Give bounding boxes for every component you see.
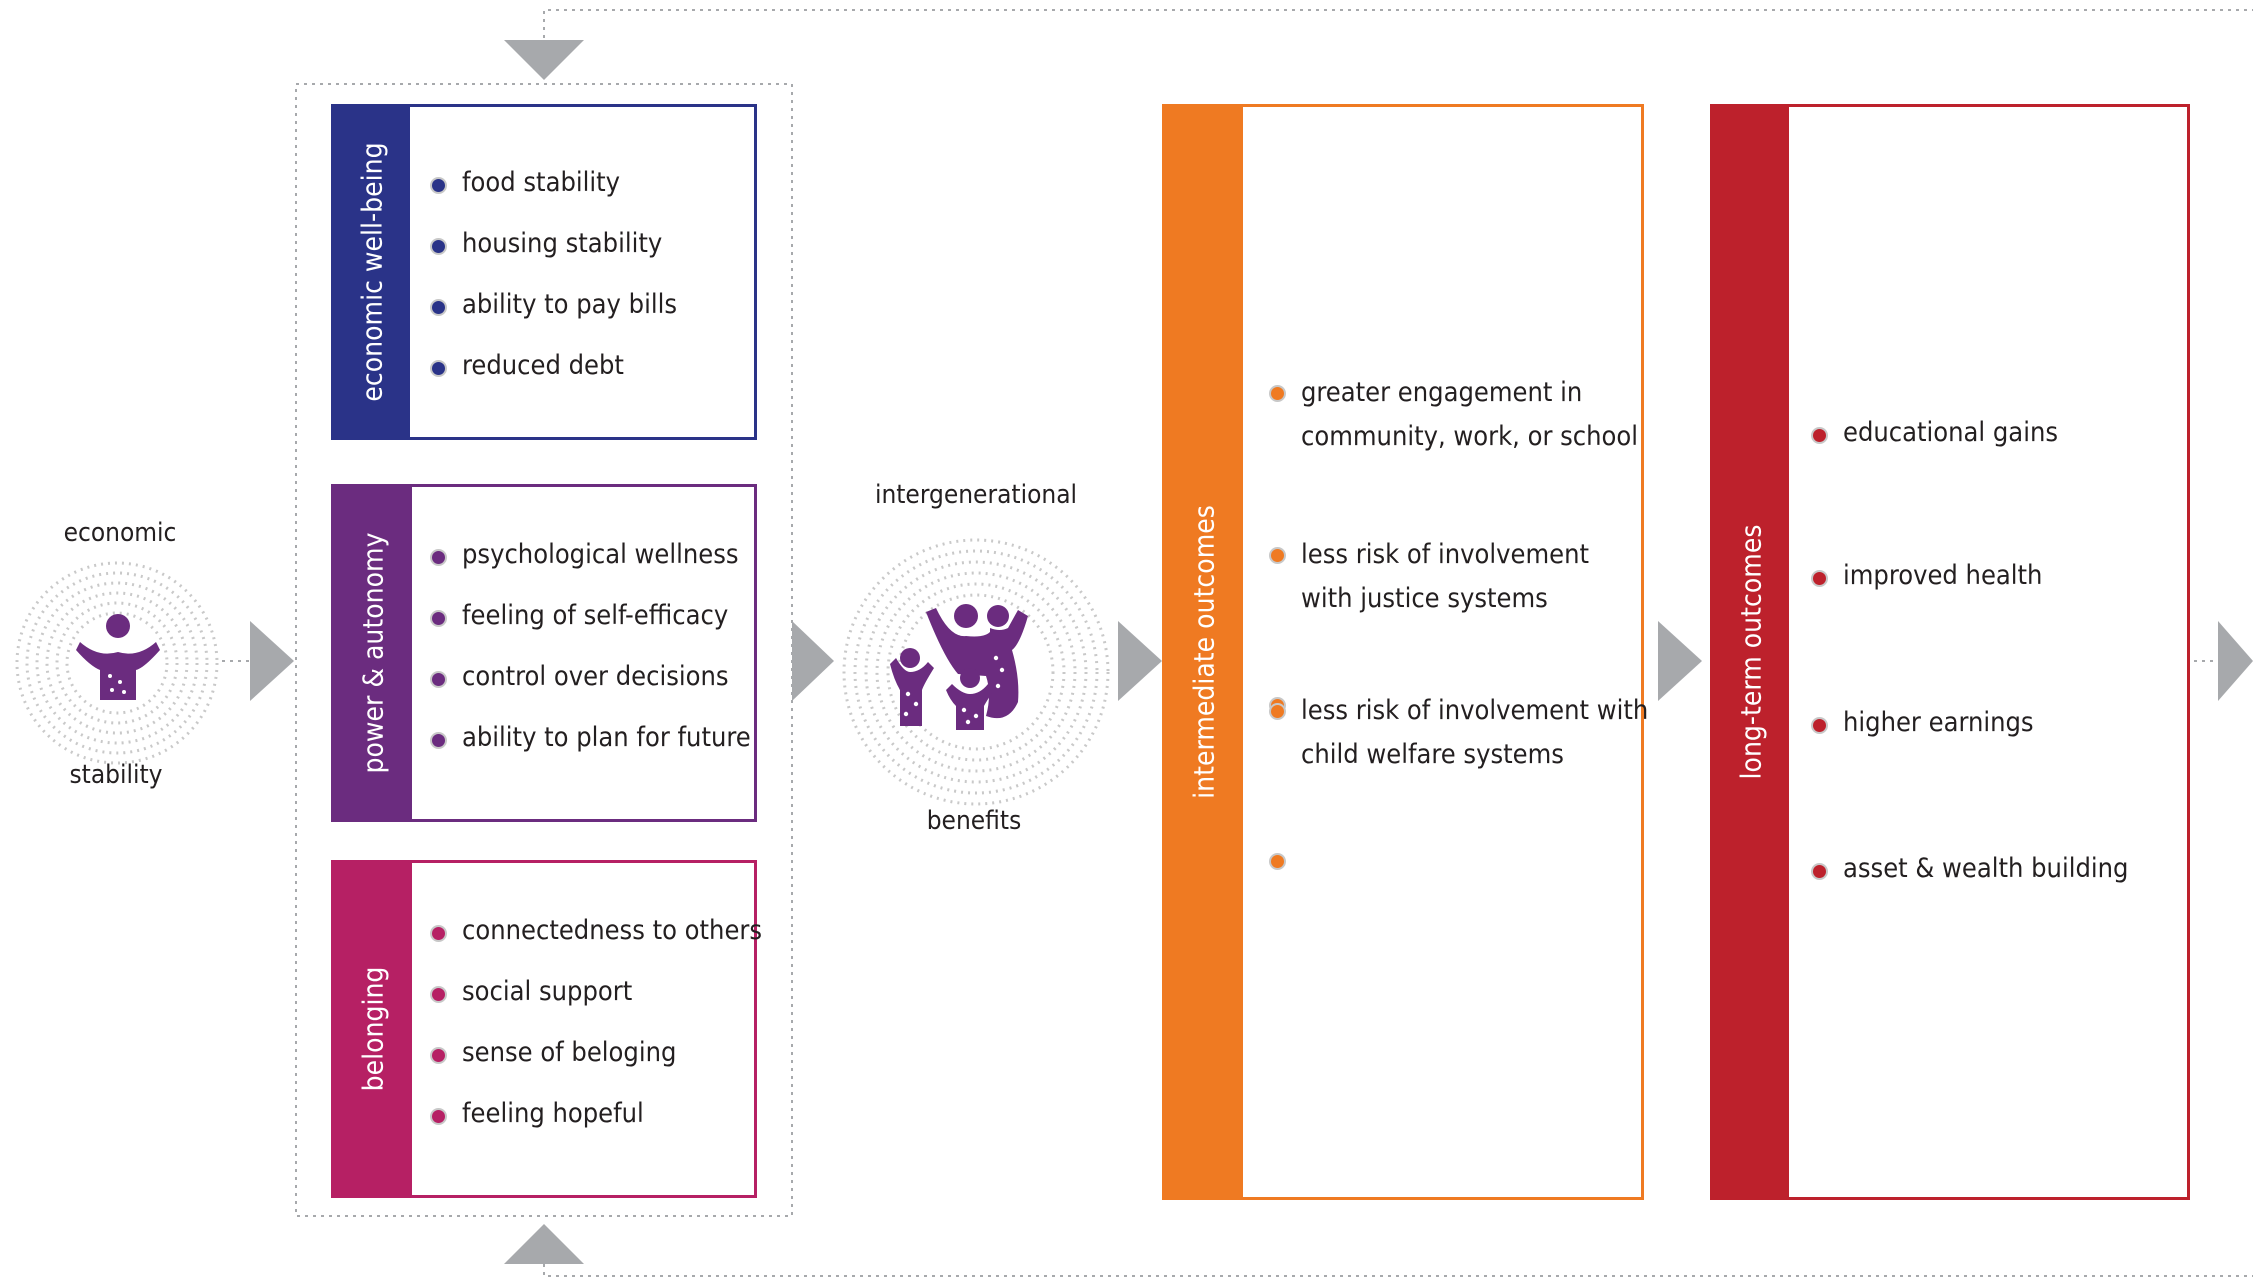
- list-item: control over decisions: [430, 657, 751, 697]
- long-term-outcomes-list: educational gains improved health higher…: [1811, 413, 2128, 889]
- bullet-dot-icon: [1811, 863, 1828, 880]
- economic-label: economic: [63, 518, 177, 548]
- bullet-dot-icon: [430, 986, 447, 1003]
- intermediate-outcomes-box: intermediate outcomes greater engagement…: [1162, 104, 1648, 1200]
- belonging-box: belonging connectedness to others social…: [331, 860, 762, 1198]
- list-item: psychological wellness: [430, 535, 751, 575]
- family-icon: [890, 604, 1028, 730]
- bullet-dot-icon: [430, 360, 447, 377]
- intermediate-outcomes-title: intermediate outcomes: [1187, 505, 1221, 799]
- arrow-up-bottom: [504, 1224, 584, 1264]
- economic-stability-circle: [15, 561, 219, 765]
- long-term-outcomes-title: long-term outcomes: [1734, 524, 1768, 780]
- stability-label: stability: [69, 760, 163, 790]
- power-autonomy-title: power & autonomy: [356, 532, 390, 774]
- bullet-dot-icon: [1269, 547, 1286, 564]
- power-autonomy-list: psychological wellness feeling of self-e…: [430, 535, 751, 758]
- arrow-right-1: [250, 621, 294, 701]
- arrow-right-5: [2218, 621, 2253, 701]
- bullet-dot-icon: [1811, 427, 1828, 444]
- arrow-down-top: [504, 40, 584, 80]
- benefits-label: benefits: [926, 806, 1022, 836]
- list-item: ability to plan for future: [430, 718, 751, 758]
- list-item: sense of beloging: [430, 1033, 762, 1073]
- long-term-outcomes-box: long-term outcomes educational gains imp…: [1710, 104, 2190, 1200]
- feedback-loop-bottom: [543, 1248, 2253, 1277]
- list-item: food stability: [430, 163, 677, 203]
- intergenerational-label: intergenerational: [874, 480, 1078, 510]
- wellbeing-group-frame: [295, 83, 793, 1217]
- feedback-loop-top: [543, 9, 2253, 38]
- bullet-dot-icon: [1811, 717, 1828, 734]
- list-item: housing stability: [430, 224, 677, 264]
- economic-wellbeing-title: economic well-being: [355, 142, 389, 402]
- belonging-bar: belonging: [334, 863, 412, 1195]
- list-item: feeling hopeful: [430, 1094, 762, 1134]
- economic-wellbeing-box: economic well-being food stability housi…: [331, 104, 757, 440]
- bullet-dot-icon: [430, 732, 447, 749]
- person-arms-up-icon: [76, 614, 160, 700]
- intermediate-outcomes-bar: intermediate outcomes: [1165, 107, 1243, 1197]
- arrow-right-3: [1118, 621, 1162, 701]
- belonging-title: belonging: [356, 966, 390, 1092]
- list-item: ability to pay bills: [430, 285, 677, 325]
- arrow-right-4: [1658, 621, 1702, 701]
- bullet-dot-icon: [430, 549, 447, 566]
- bullet-dot-icon: [430, 238, 447, 255]
- economic-wellbeing-list: food stability housing stability ability…: [430, 163, 677, 386]
- list-item: educational gains: [1811, 413, 2128, 453]
- power-autonomy-bar: power & autonomy: [334, 487, 412, 819]
- list-item: connectedness to others: [430, 911, 762, 951]
- bullet-dot-icon: [1811, 570, 1828, 587]
- bullet-dot-icon: [430, 925, 447, 942]
- list-item: improved health: [1811, 556, 2128, 596]
- bullet-dot-icon: [430, 1108, 447, 1125]
- long-term-outcomes-bar: long-term outcomes: [1713, 107, 1789, 1197]
- intergenerational-circle: [842, 538, 1110, 806]
- list-item: feeling of self-efficacy: [430, 596, 751, 636]
- economic-wellbeing-bar: economic well-being: [334, 107, 410, 437]
- belonging-list: connectedness to others social support s…: [430, 911, 762, 1134]
- arrow-right-2: [792, 621, 834, 701]
- bullet-dot-icon: [430, 610, 447, 627]
- bullet-dot-icon: [1269, 385, 1286, 402]
- bullet-dot-icon: [1269, 703, 1286, 720]
- bullet-dot-icon: [1269, 853, 1286, 870]
- list-item: higher earnings: [1811, 703, 2128, 743]
- bullet-dot-icon: [430, 671, 447, 688]
- power-autonomy-box: power & autonomy psychological wellness …: [331, 484, 757, 822]
- bullet-dot-icon: [430, 1047, 447, 1064]
- list-item: social support: [430, 972, 762, 1012]
- bullet-dot-icon: [430, 299, 447, 316]
- list-item: asset & wealth building: [1811, 849, 2128, 889]
- list-item: reduced debt: [430, 346, 677, 386]
- bullet-dot-icon: [430, 177, 447, 194]
